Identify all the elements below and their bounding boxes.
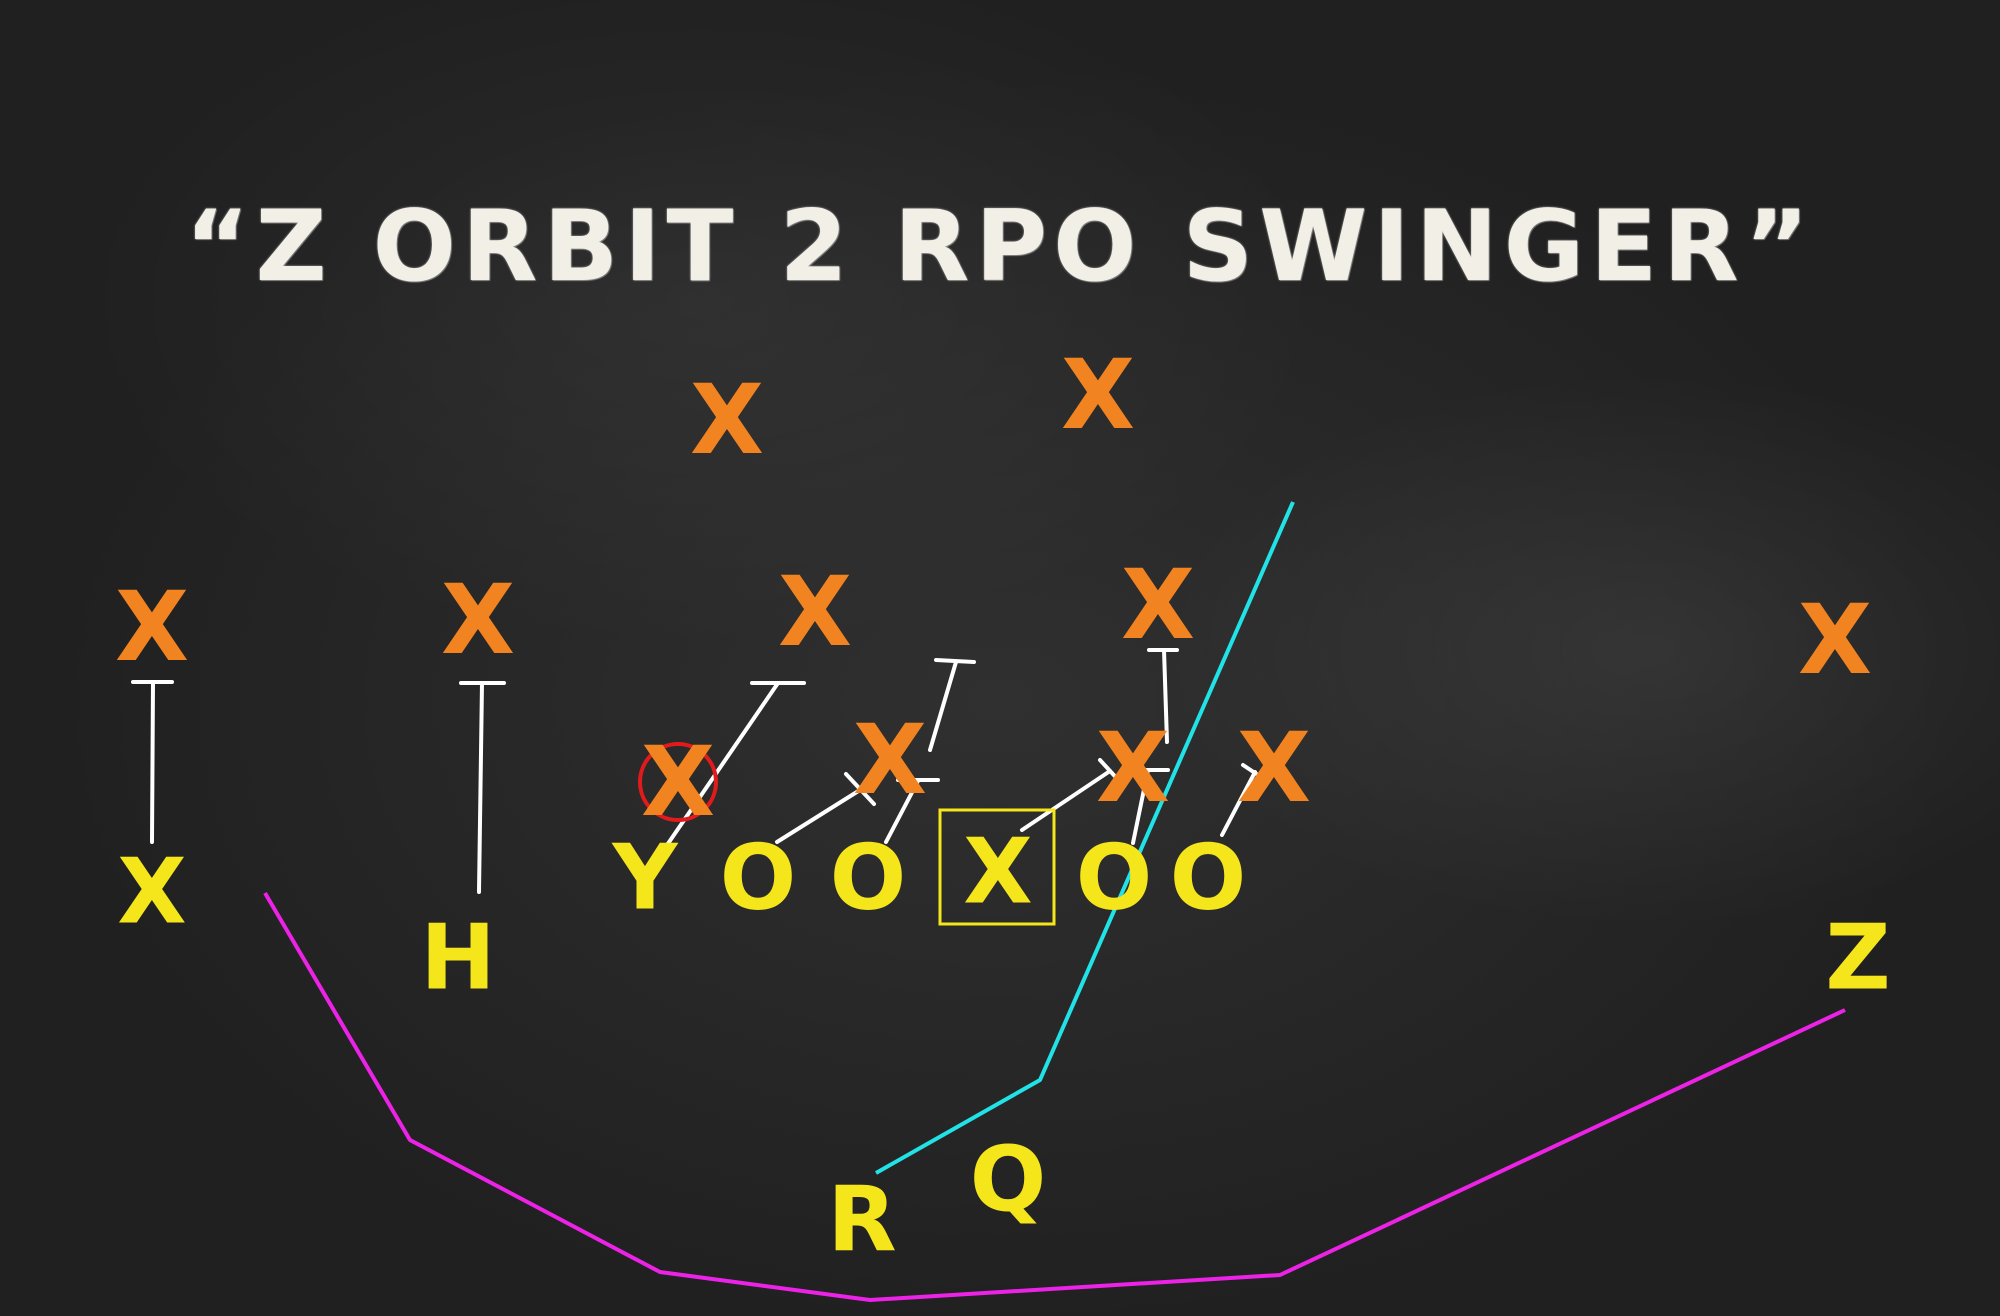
defender-tackle-left: X xyxy=(853,704,927,816)
defender-end-right: X xyxy=(1237,712,1311,824)
defender-linebacker-1: X xyxy=(778,556,852,668)
block-line-guard-left-2 xyxy=(928,658,976,752)
qb-route-line xyxy=(875,501,1295,1175)
offense-split-end: X xyxy=(117,840,186,945)
offense-right-tackle: O xyxy=(1170,826,1247,931)
block-line-h-back xyxy=(459,681,506,894)
offense-z-receiver: Z xyxy=(1825,906,1890,1011)
defense: X X X X X X X X X X X xyxy=(115,339,1872,838)
defender-corner-right: X xyxy=(1798,584,1872,696)
defender-corner-left: X xyxy=(115,571,189,683)
block-line-tackle-left xyxy=(884,778,940,844)
offense-left-guard: O xyxy=(830,826,907,931)
defender-tackle-right: X xyxy=(1096,712,1170,824)
play-title: “Z ORBIT 2 RPO SWINGER” xyxy=(185,190,1815,304)
block-line-guard-left-1 xyxy=(775,772,876,844)
offense-h-back: H xyxy=(420,906,495,1011)
offense: X H Y O O X O O R Q Z xyxy=(117,820,1890,1273)
offense-center: X xyxy=(963,820,1032,925)
swing-route-line xyxy=(263,891,1846,1302)
block-line-split-end xyxy=(131,680,174,844)
blocking-assignments xyxy=(131,648,1269,894)
offense-right-guard: O xyxy=(1076,826,1153,931)
block-line-guard-right-2 xyxy=(1147,648,1179,744)
defender-safety-left: X xyxy=(690,364,764,476)
center-box xyxy=(938,808,1056,926)
read-defender-circle xyxy=(638,742,718,822)
block-line-guard-right-1 xyxy=(1126,768,1170,845)
block-line-tackle-right xyxy=(1220,763,1269,837)
offense-running-back: R xyxy=(827,1168,896,1273)
defender-outside-lb: X xyxy=(441,564,515,676)
defender-end-left: X xyxy=(641,726,715,838)
offense-y-end: Y xyxy=(611,826,679,931)
block-line-center xyxy=(1020,758,1124,832)
defender-linebacker-2: X xyxy=(1121,549,1195,661)
defender-safety-right: X xyxy=(1061,339,1135,451)
offense-quarterback: Q xyxy=(970,1128,1047,1233)
offense-left-tackle: O xyxy=(720,826,797,931)
